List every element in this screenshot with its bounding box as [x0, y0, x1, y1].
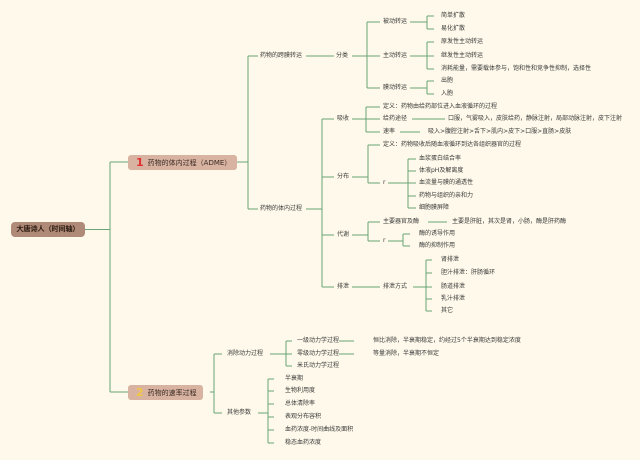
node-kinetic[interactable]: 米氏动力学过程 [297, 362, 340, 369]
node-excretion-way[interactable]: 排泄方式 [383, 283, 408, 290]
leaf[interactable]: 肠道排泄 [441, 283, 466, 290]
leaf[interactable]: 总体清除率 [285, 400, 316, 407]
node-rate[interactable]: 速率 [383, 128, 396, 135]
main-node-label: 药物的体内过程（ADME） [147, 159, 232, 167]
leaf[interactable]: 酶的抑制作用 [419, 242, 456, 249]
leaf[interactable]: 消耗能量，需要载体参与，饱和性和竞争性抑制，选择性 [441, 65, 592, 72]
leaf[interactable]: 主要是肝脏，其次是肾，小肠，酶是肝药酶 [452, 218, 567, 225]
leaf[interactable]: 入胞 [441, 90, 454, 97]
leaf[interactable]: 原发性主动转运 [441, 38, 484, 45]
node-inbody-process[interactable]: 药物的体内过程 [260, 205, 303, 212]
leaf[interactable]: 肾排泄 [441, 256, 460, 263]
leaf[interactable]: 其它 [441, 307, 454, 314]
node-factor[interactable]: r [383, 237, 386, 244]
leaf[interactable]: 血浆蛋白结合率 [419, 155, 462, 162]
leaf[interactable]: 药物与组织的亲和力 [419, 192, 474, 199]
leaf[interactable]: 表观分布容积 [285, 413, 322, 420]
node-absorption[interactable]: 吸收 [337, 115, 350, 122]
leaf[interactable]: 胆汁排泄：肝肠循环 [441, 269, 496, 276]
node-route[interactable]: 给药途径 [383, 115, 408, 122]
leaf[interactable]: 恒比消除，半衰期稳定，约经过5个半衰期达到稳定浓度 [373, 337, 521, 344]
node-excretion[interactable]: 排泄 [337, 283, 350, 290]
leaf[interactable]: 易化扩散 [441, 25, 466, 32]
node-passive[interactable]: 被动转运 [383, 18, 408, 25]
leaf[interactable]: 出胞 [441, 77, 454, 84]
leaf[interactable]: 稳态血药浓度 [285, 439, 322, 446]
leaf[interactable]: 等量消除，半衰期不恒定 [373, 350, 440, 357]
root-node[interactable]: 大唐诗人（时间轴） [11, 222, 85, 237]
leaf[interactable]: 定义：药物由给药部位进入血液循环的过程 [383, 103, 498, 110]
leaf[interactable]: 乳汁排泄 [441, 295, 466, 302]
node-other-params[interactable]: 其他参数 [227, 409, 252, 416]
leaf[interactable]: 血药浓度-时间曲线及面积 [285, 426, 354, 433]
leaf[interactable]: 半衰期 [285, 375, 304, 382]
leaf[interactable]: 细胞膜屏障 [419, 204, 450, 211]
leaf[interactable]: 简单扩散 [441, 12, 466, 19]
node-kinetic[interactable]: 零级动力学过程 [297, 350, 340, 357]
node-organ[interactable]: 主要器官及酶 [383, 218, 420, 225]
leaf[interactable]: 继发性主动转运 [441, 52, 484, 59]
leaf[interactable]: 酶的诱导作用 [419, 230, 456, 237]
leaf[interactable]: 吸入>腹腔注射>舌下>肌内>皮下>口服>直肠>皮肤 [428, 128, 572, 135]
node-metabolism[interactable]: 代谢 [337, 231, 350, 238]
node-cytosis[interactable]: 膜动转运 [383, 84, 408, 91]
main-node-label: 药物的速率过程 [147, 389, 197, 397]
number-2-icon: 2 [136, 386, 144, 399]
leaf[interactable]: 血流量与膜的通透性 [419, 179, 474, 186]
node-factor[interactable]: r [383, 179, 386, 186]
leaf[interactable]: 生物利用度 [285, 387, 316, 394]
node-membrane-transport[interactable]: 药物的跨膜转运 [260, 52, 303, 59]
number-1-icon: 1 [136, 156, 144, 169]
node-elimination-kinetics[interactable]: 消除动力过程 [227, 350, 264, 357]
leaf[interactable]: 口服，气雾吸入，皮肤给药，静脉注射，局部动脉注射，皮下注射 [448, 115, 623, 122]
node-distribution[interactable]: 分布 [337, 173, 350, 180]
leaf[interactable]: 体液pH及解离度 [419, 167, 464, 174]
leaf[interactable]: 定义：药物吸收后随血液循环到达各组织器官的过程 [383, 141, 522, 148]
node-kinetic[interactable]: 一级动力学过程 [297, 337, 340, 344]
node-active[interactable]: 主动转运 [383, 52, 408, 59]
node-classify[interactable]: 分类 [336, 52, 349, 59]
